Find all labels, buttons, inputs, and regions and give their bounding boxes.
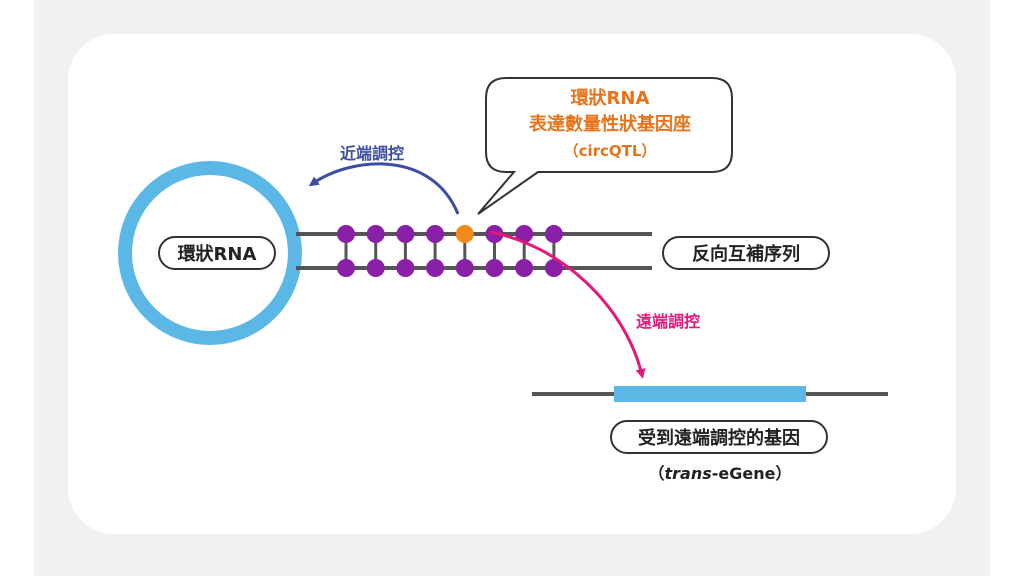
callout-text: 環狀RNA 表達數量性狀基因座 （circQTL） [482, 86, 738, 164]
nucleotide [515, 259, 534, 277]
cis-regulation-label: 近端調控 [340, 144, 405, 163]
nucleotide [426, 259, 445, 277]
circular-rna-ring [118, 161, 302, 345]
trans-egene-rest: -eGene） [711, 464, 792, 483]
nucleotide [544, 259, 563, 277]
nucleotide [485, 259, 504, 277]
target-gene-block [614, 386, 806, 402]
nucleotide [426, 225, 445, 243]
reverse-complement-label: 反向互補序列 [662, 236, 830, 270]
callout-line-2: 表達數量性狀基因座 [529, 114, 691, 135]
callout-line-3: （circQTL） [563, 142, 657, 160]
trans-egene-open: （ [648, 464, 665, 483]
nucleotide [337, 259, 355, 277]
trans-egene-italic: trans [664, 464, 712, 483]
trans-regulation-label: 遠端調控 [636, 312, 701, 331]
nucleotide [366, 259, 385, 277]
nucleotide [337, 225, 355, 243]
target-gene-label: 受到遠端調控的基因 [610, 420, 828, 454]
trans-egene-label: （trans-eGene） [610, 460, 830, 484]
nucleotide [396, 225, 415, 243]
nucleotide [366, 225, 385, 243]
nucleotide [544, 225, 563, 243]
nucleotide [455, 259, 474, 277]
nucleotide [515, 225, 534, 243]
base-pairs [337, 225, 563, 277]
callout-line-1: 環狀RNA [570, 88, 650, 109]
nucleotide [396, 259, 415, 277]
trans-regulation-arrow [489, 230, 646, 379]
circular-rna-label: 環狀RNA [158, 236, 276, 270]
callout-bubble [477, 77, 733, 215]
cis-regulation-arrow [308, 162, 460, 215]
snp-nucleotide [455, 225, 474, 243]
